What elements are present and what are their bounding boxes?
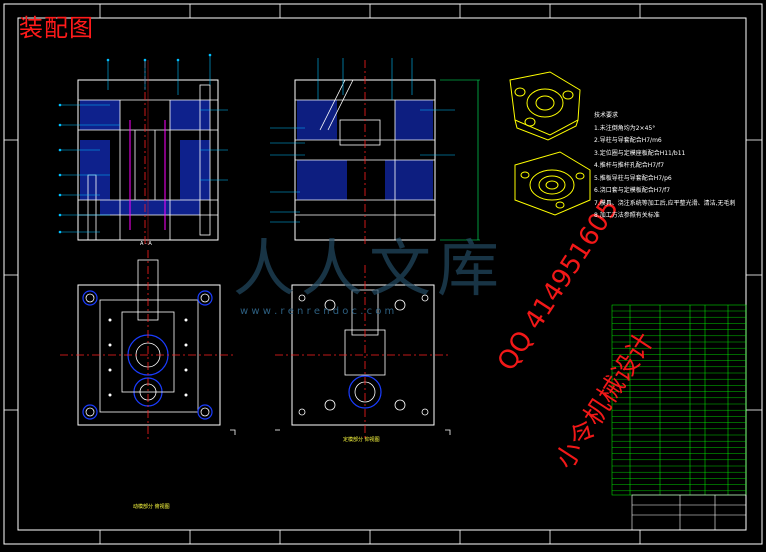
watermark-site-cn: 人人文库 [233,232,506,305]
zone-ticks [4,4,762,544]
parts-list-table [611,304,747,496]
front-section-view [58,53,228,245]
title-block [631,494,747,531]
watermark-site-url: w w w . r e n r e n d o c . c o m [240,306,395,317]
fixed-half-plan-view [275,265,450,440]
requirement-item: 7.模具、浇注系统等加工后,应平整光滑、清洁,无毛刺 [594,199,736,207]
requirement-item: 3.定位圈与定模座板配合H11/b11 [594,149,686,157]
inner-border [17,17,747,531]
requirement-item: 4.推杆与推杆孔配合H7/f7 [594,162,665,169]
outer-border [3,3,763,545]
caption-fixed-half: 定模部分 仰视图 [343,437,380,443]
part-isometric-bottom [514,151,591,216]
leader-lines-left [60,55,228,233]
part-isometric-top [509,71,581,141]
requirement-item: 2.导柱与导套配合H7/m6 [594,137,662,144]
technical-requirements-heading: 技术要求 [594,112,619,119]
side-section-view [270,58,480,245]
requirement-item: 1.未注倒角均为2×45° [594,124,656,132]
requirement-item: 6.浇口套与定模板配合H7/f7 [594,187,671,194]
section-label: A - A [140,241,152,247]
drawing-title: 装配图 [19,14,94,42]
caption-moving-half: 动模部分 俯视图 [133,504,170,510]
moving-half-plan-view [60,250,235,440]
requirement-item: 5.推板导柱与导套配合H7/p6 [594,174,672,182]
requirement-item: 8.加工方法参照有关标准 [594,212,660,219]
technical-requirements: 技术要求 1.未注倒角均为2×45° 2.导柱与导套配合H7/m6 3.定位圈与… [594,110,764,223]
